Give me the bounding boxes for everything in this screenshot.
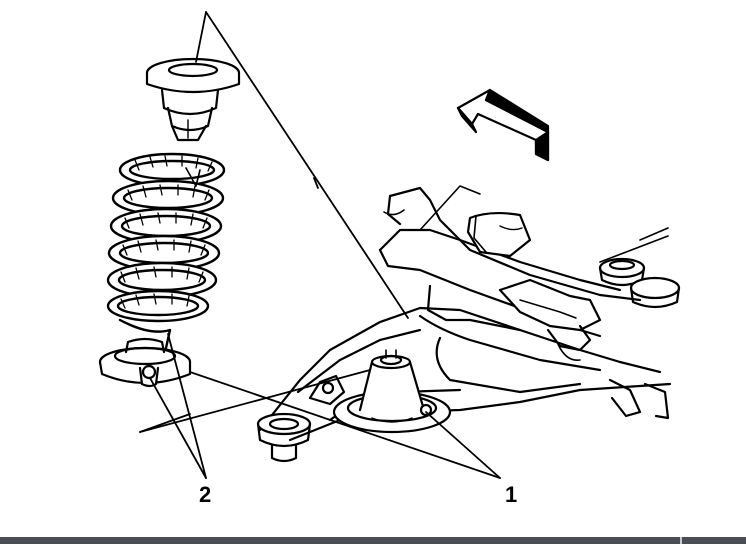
coil-spring: [106, 152, 226, 350]
upper-insulator: [145, 57, 241, 142]
lower-control-arm: [258, 306, 672, 442]
bottom-bar-separator: [680, 537, 682, 544]
forward-arrow-icon: [456, 88, 550, 162]
lower-insulator: [98, 337, 192, 388]
arm-bushing: [256, 412, 312, 463]
frame-crossmember: [378, 185, 681, 361]
bottom-status-bar: [0, 537, 746, 544]
callout-label-2: 2: [199, 482, 211, 507]
leader-lines: [139, 11, 501, 479]
spring-seat: [332, 349, 452, 434]
callout-label-1: 1: [505, 482, 517, 507]
